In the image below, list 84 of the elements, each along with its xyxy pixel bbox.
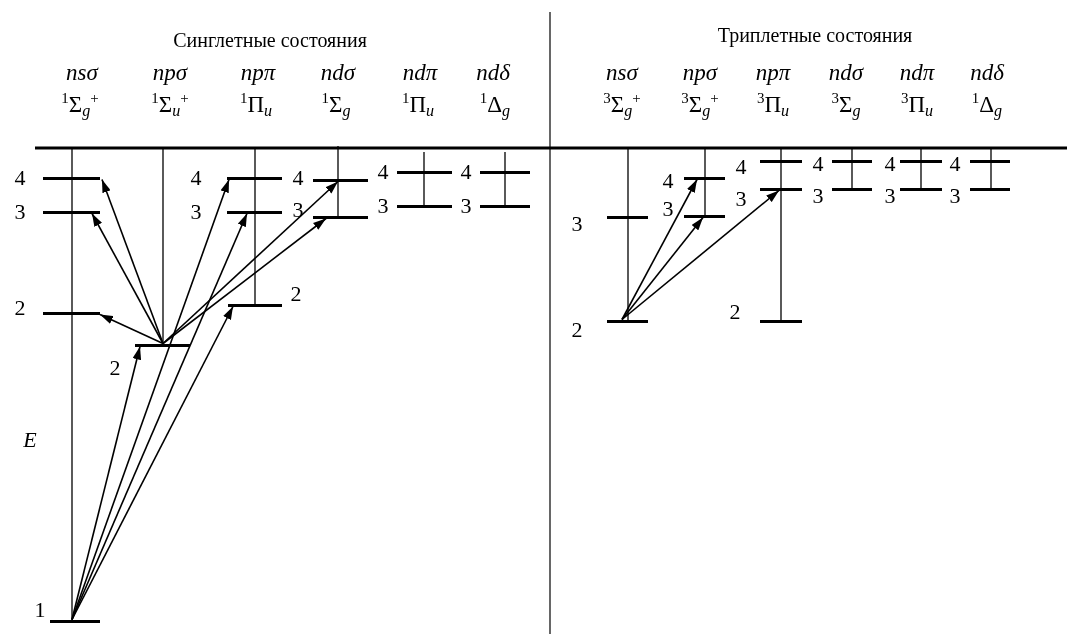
- energy-level-bar: [970, 159, 1010, 163]
- level-number: 3: [292, 199, 304, 221]
- energy-level-bar: [397, 204, 452, 208]
- column-header: ndδ: [970, 60, 1004, 84]
- axis-label: E: [23, 429, 37, 451]
- level-number: 2: [290, 283, 302, 305]
- term-symbol: $^{1}$Δ$_{g}$: [479, 90, 511, 120]
- energy-level-bar: [607, 215, 648, 219]
- transition-arrow: [99, 313, 164, 345]
- energy-level-bar: [227, 210, 282, 214]
- level-number: 3: [377, 195, 389, 217]
- term-symbol: $^{1}$Δ$_{g}$: [971, 90, 1003, 120]
- level-number: 4: [662, 170, 674, 192]
- energy-level-bar: [50, 619, 100, 623]
- level-number: 2: [109, 357, 121, 379]
- level-number: 4: [377, 161, 389, 183]
- level-number: 3: [14, 201, 26, 223]
- energy-level-bar: [480, 204, 530, 208]
- term-symbol: $^{3}$Π$_{u}$: [900, 90, 934, 120]
- level-number: 2: [14, 297, 26, 319]
- term-symbol: $^{3}$Σ$_{g}$: [831, 90, 861, 120]
- level-number: 3: [884, 185, 896, 207]
- transition-arrow: [621, 178, 698, 321]
- energy-level-bar: [684, 214, 725, 218]
- column-header: npπ: [240, 60, 276, 84]
- level-number: 4: [460, 161, 472, 183]
- energy-level-bar: [760, 159, 802, 163]
- transition-arrow: [162, 217, 327, 345]
- column-header: npσ: [682, 60, 718, 84]
- energy-level-bar: [313, 215, 368, 219]
- level-number: 3: [190, 201, 202, 223]
- column-header: ndσ: [828, 60, 864, 84]
- level-number: 4: [292, 167, 304, 189]
- section-heading: Синглетные состояния: [173, 30, 367, 50]
- term-symbol: $^{3}$Π$_{u}$: [756, 90, 790, 120]
- energy-level-bar: [970, 187, 1010, 191]
- level-number: 4: [735, 156, 747, 178]
- term-symbol: $^{1}$Π$_{u}$: [401, 90, 435, 120]
- energy-level-bar: [832, 159, 872, 163]
- energy-level-bar: [480, 170, 530, 174]
- energy-level-bar: [135, 343, 190, 347]
- energy-level-bar: [900, 187, 942, 191]
- level-number: 2: [571, 319, 583, 341]
- column-header: ndσ: [320, 60, 356, 84]
- transition-arrow: [71, 305, 234, 621]
- level-number: 4: [884, 153, 896, 175]
- transition-arrow: [71, 178, 230, 621]
- level-number: 3: [949, 185, 961, 207]
- term-symbol: $^{1}$Π$_{u}$: [239, 90, 273, 120]
- energy-level-bar: [900, 159, 942, 163]
- column-header: ndπ: [402, 60, 438, 84]
- level-number: 4: [812, 153, 824, 175]
- energy-level-bar: [397, 170, 452, 174]
- level-number: 3: [460, 195, 472, 217]
- energy-level-bar: [760, 319, 802, 323]
- energy-level-bar: [227, 176, 282, 180]
- energy-level-bar: [607, 319, 648, 323]
- energy-level-bar: [43, 311, 100, 315]
- energy-level-bar: [832, 187, 872, 191]
- level-number: 1: [34, 599, 46, 621]
- transition-arrow: [621, 189, 780, 321]
- level-number: 3: [662, 198, 674, 220]
- term-symbol: $^{1}$Σ$_{g}$: [321, 90, 351, 120]
- energy-level-bar: [43, 210, 100, 214]
- column-header: ndδ: [476, 60, 510, 84]
- level-number: 4: [949, 153, 961, 175]
- column-header: nsσ: [66, 60, 98, 84]
- energy-level-bar: [684, 176, 725, 180]
- section-heading: Триплетные состояния: [717, 25, 913, 45]
- column-header: npσ: [152, 60, 188, 84]
- column-header: ndπ: [899, 60, 935, 84]
- level-number: 3: [735, 188, 747, 210]
- level-number: 3: [571, 213, 583, 235]
- column-header: nsσ: [606, 60, 638, 84]
- energy-level-bar: [760, 187, 802, 191]
- energy-level-bar: [313, 178, 368, 182]
- transition-arrow: [91, 212, 164, 345]
- column-header: npπ: [755, 60, 791, 84]
- level-number: 3: [812, 185, 824, 207]
- level-number: 4: [14, 167, 26, 189]
- level-number: 4: [190, 167, 202, 189]
- energy-level-bar: [228, 303, 282, 307]
- energy-level-bar: [43, 176, 100, 180]
- level-number: 2: [729, 301, 741, 323]
